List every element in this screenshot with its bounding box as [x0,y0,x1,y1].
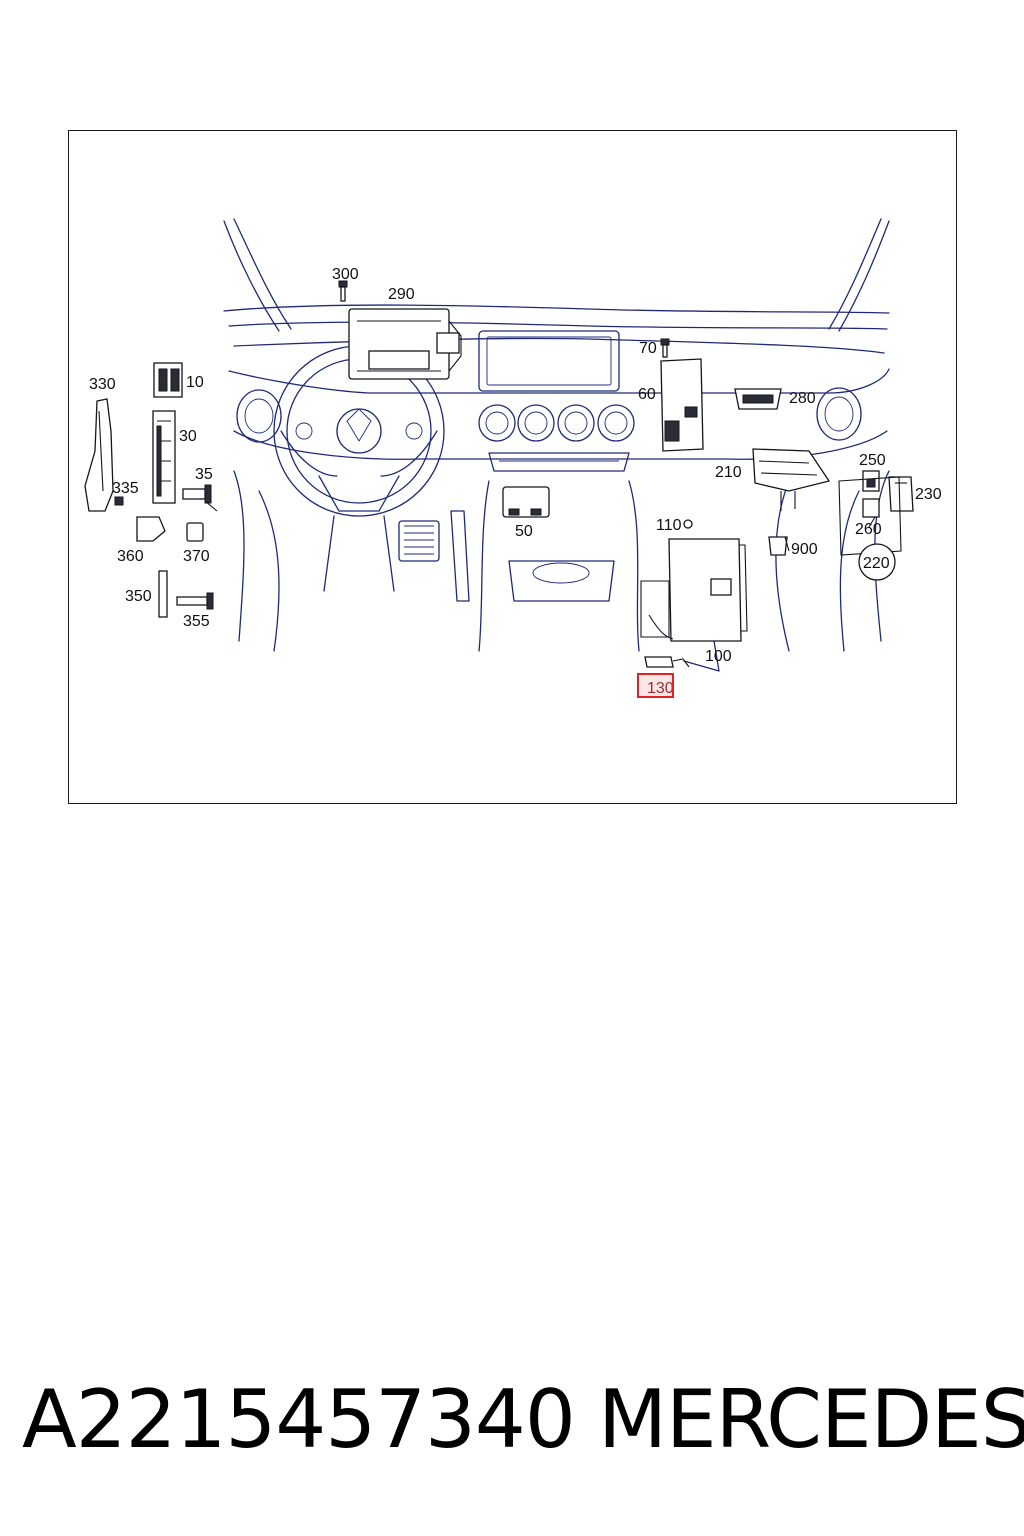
callout-130-highlighted[interactable]: 130 [647,680,674,697]
callout-35: 35 [195,466,213,483]
callout-290: 290 [388,286,415,303]
part-290-module [348,308,462,380]
callout-50: 50 [515,523,533,540]
callout-100: 100 [705,648,732,665]
dashboard-exploded-view: 300 290 10 330 30 35 335 360 370 350 355… [84,218,942,697]
callout-300: 300 [332,266,359,283]
part-35-screw [182,484,212,504]
part-300-screw [338,280,348,302]
callout-900: 900 [791,541,818,558]
callout-260: 260 [855,521,882,538]
callout-110: 110 [656,517,682,534]
callout-370: 370 [183,548,210,565]
part-260-relay [862,498,880,518]
callout-30: 30 [179,428,197,445]
part-number: A2215457340 [22,1373,576,1466]
part-50-module [502,486,550,518]
part-110-clip [683,519,693,529]
callout-355: 355 [183,613,210,630]
part-350-strip [158,570,168,618]
callout-labels: 300 290 10 330 30 35 335 360 370 350 355… [89,266,942,697]
callout-220: 220 [863,555,890,572]
part-220-group [838,476,902,581]
callout-335: 335 [112,480,139,497]
dashboard-outline [223,218,890,672]
part-100-control-unit [640,538,748,642]
part-30-bar [152,410,176,504]
callout-230: 230 [915,486,942,503]
part-330-trim [84,398,114,512]
highlight-box-130[interactable] [637,673,674,698]
callout-60: 60 [638,386,656,403]
callout-280: 280 [789,390,816,407]
caption: A2215457340 MERCEDES [0,1370,1024,1470]
part-210-fusebox [752,448,831,511]
diagram-frame: 300 290 10 330 30 35 335 360 370 350 355… [68,130,957,804]
callout-250: 250 [859,452,886,469]
part-280-vent [734,388,782,410]
callout-70: 70 [639,340,657,357]
callout-350: 350 [125,588,152,605]
callout-360: 360 [117,548,144,565]
part-250-relay [862,470,880,492]
part-360-clip [136,516,166,542]
part-230-module [888,476,914,512]
brand-name: MERCEDES [598,1373,1024,1466]
part-10-bracket [153,362,183,398]
part-355-bolt [176,592,214,610]
callout-10: 10 [186,374,204,391]
part-130-bracket [644,656,690,668]
callout-210: 210 [715,464,742,481]
leader-lines [204,500,876,552]
part-60-module [660,358,704,452]
part-70-screw [660,338,670,358]
part-335-clip [114,496,124,506]
part-370-nut [186,522,204,542]
callout-330: 330 [89,376,116,393]
part-900-clip [768,536,788,556]
